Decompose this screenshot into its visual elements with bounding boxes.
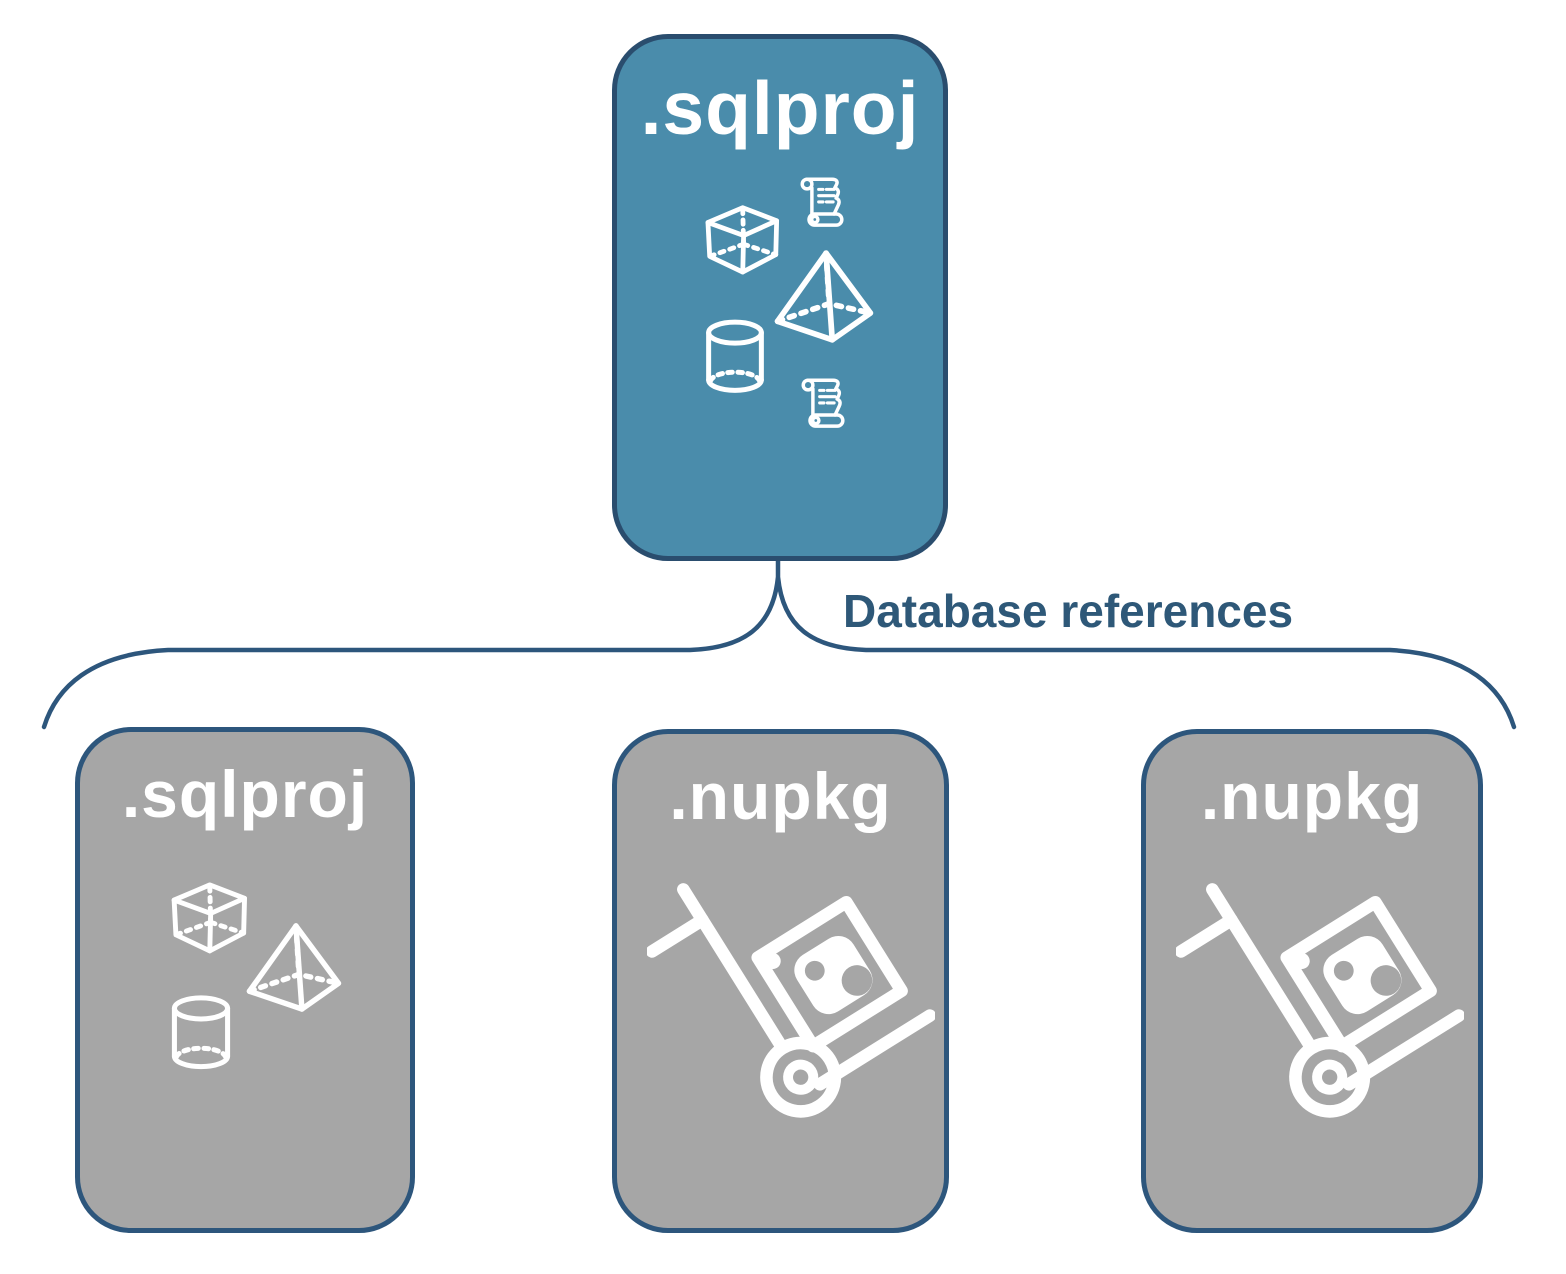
package-dolly-icon bbox=[1176, 838, 1464, 1126]
child-box-title: .nupkg bbox=[669, 759, 892, 833]
cube-icon bbox=[699, 199, 783, 279]
script-scroll-icon bbox=[795, 171, 851, 229]
child-box-sqlproj: .sqlproj bbox=[75, 727, 415, 1233]
database-cylinder-icon bbox=[168, 994, 234, 1076]
root-box-title: .sqlproj bbox=[640, 66, 920, 150]
cube-icon bbox=[165, 876, 251, 958]
database-cylinder-icon bbox=[702, 319, 768, 399]
child-box-title: .nupkg bbox=[1200, 759, 1424, 833]
child-box-nupkg-2: .nupkg bbox=[1141, 729, 1483, 1233]
package-dolly-icon bbox=[647, 838, 935, 1126]
pyramid-icon bbox=[772, 247, 876, 345]
child-box-nupkg-1: .nupkg bbox=[612, 729, 949, 1233]
connector-label: Database references bbox=[843, 585, 1294, 637]
child-box-title: .sqlproj bbox=[121, 757, 369, 831]
root-box-sqlproj: .sqlproj bbox=[612, 34, 948, 561]
script-scroll-icon bbox=[796, 372, 852, 430]
pyramid-icon bbox=[242, 920, 346, 1014]
